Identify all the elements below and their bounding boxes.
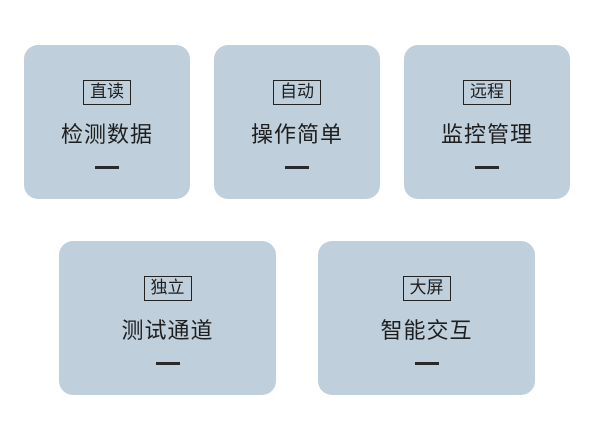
- dash-divider: [285, 166, 309, 169]
- dash-divider: [155, 362, 180, 365]
- feature-card-automatic: 自动 操作简单: [214, 45, 380, 199]
- feature-card-direct-read: 直读 检测数据: [24, 45, 190, 199]
- feature-title: 操作简单: [250, 123, 343, 148]
- dash-divider: [95, 166, 119, 169]
- feature-title: 检测数据: [60, 123, 153, 148]
- feature-tag: 独立: [143, 276, 192, 301]
- feature-title: 智能交互: [380, 319, 473, 344]
- dash-divider: [414, 362, 439, 365]
- feature-card-independent: 独立 测试通道: [59, 241, 276, 395]
- feature-title: 监控管理: [440, 123, 533, 148]
- feature-tag: 远程: [463, 80, 511, 105]
- feature-card-big-screen: 大屏 智能交互: [318, 241, 535, 395]
- feature-card-remote: 远程 监控管理: [404, 45, 570, 199]
- dash-divider: [475, 166, 499, 169]
- feature-tag: 自动: [273, 80, 321, 105]
- feature-tag: 大屏: [402, 276, 451, 301]
- feature-tag: 直读: [83, 80, 131, 105]
- feature-title: 测试通道: [121, 319, 214, 344]
